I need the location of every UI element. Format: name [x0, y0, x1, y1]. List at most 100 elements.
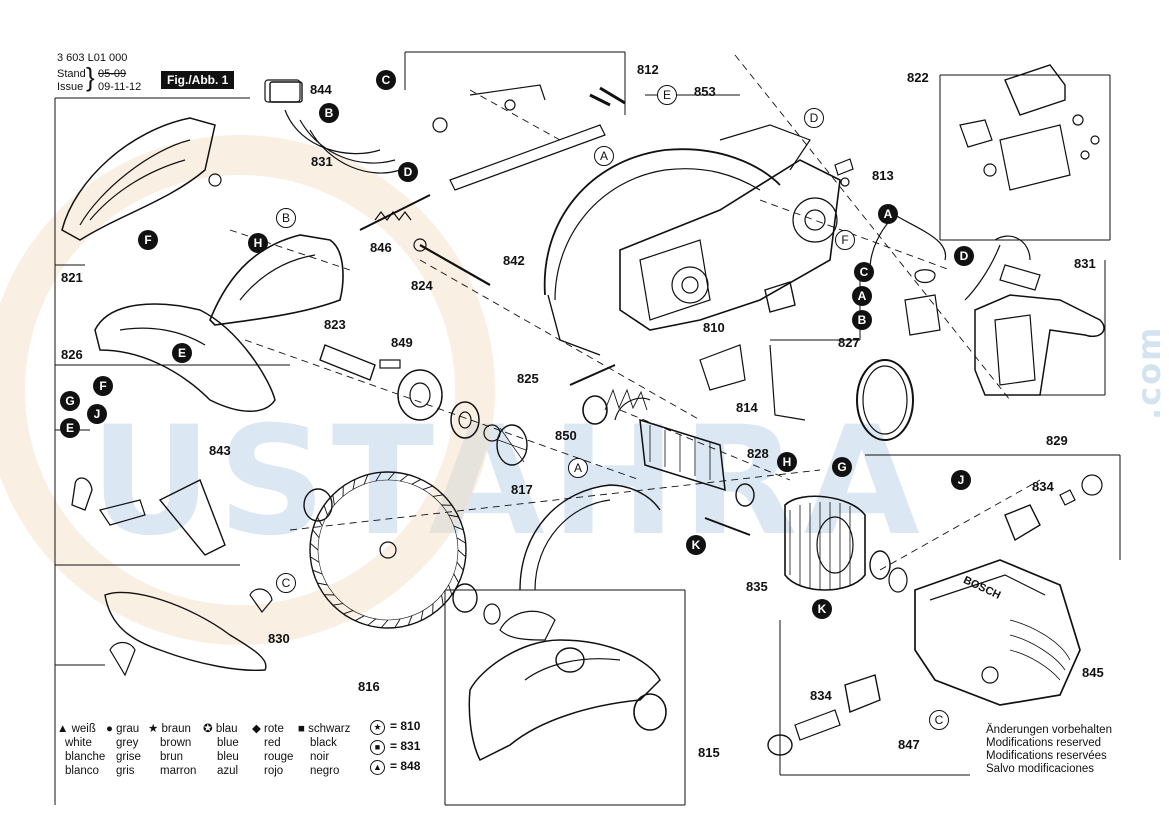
- figure-label: Fig./Abb. 1: [161, 71, 235, 89]
- ref-square-icon: ■: [370, 740, 385, 755]
- callout-h-center: H: [777, 452, 797, 472]
- mod-en: Modifications reserved: [986, 737, 1102, 749]
- ref-831: = 831: [390, 739, 421, 753]
- part-813: 813: [872, 168, 894, 183]
- legend-brown-fr: brun: [160, 751, 184, 763]
- callout-b-outline: B: [276, 208, 296, 228]
- part-847: 847: [898, 737, 920, 752]
- callout-c-outline-bottom: C: [929, 710, 949, 730]
- callout-j-right: J: [951, 470, 971, 490]
- part-830: 830: [268, 631, 290, 646]
- legend-blue-fr: bleu: [217, 751, 239, 763]
- callout-a-right: A: [878, 204, 898, 224]
- part-844: 844: [310, 82, 332, 97]
- callout-c-outline-left: C: [276, 573, 296, 593]
- part-831-top: 831: [311, 154, 333, 169]
- callout-e-mid: E: [60, 418, 80, 438]
- part-810: 810: [703, 320, 725, 335]
- mod-fr: Modifications reservées: [986, 750, 1107, 762]
- stand-value: 05-09: [98, 68, 127, 80]
- legend-white-en: white: [65, 737, 92, 749]
- callout-d-right: D: [954, 246, 974, 266]
- part-823: 823: [324, 317, 346, 332]
- part-821: 821: [61, 270, 83, 285]
- part-822: 822: [907, 70, 929, 85]
- ref-810: = 810: [390, 719, 421, 733]
- part-834-bottom: 834: [810, 688, 832, 703]
- part-834-right: 834: [1032, 479, 1054, 494]
- part-815: 815: [698, 745, 720, 760]
- legend-white-es: blanco: [65, 765, 99, 777]
- legend-red-en: red: [264, 737, 281, 749]
- modifications-notice: Änderungen vorbehalten Modifications res…: [986, 724, 1112, 776]
- callout-f-left: F: [138, 230, 158, 250]
- legend-brown-en: brown: [160, 737, 192, 749]
- callout-c-top: C: [376, 70, 396, 90]
- legend-red-es: rojo: [264, 765, 284, 777]
- part-828: 828: [747, 446, 769, 461]
- part-846: 846: [370, 240, 392, 255]
- legend-grey-de: ● grau: [106, 723, 140, 735]
- saw-blade-teeth: [310, 472, 466, 628]
- legend-black: ■ schwarz black noir negro: [298, 722, 350, 778]
- callout-d-top: D: [398, 162, 418, 182]
- callout-e-left: E: [172, 343, 192, 363]
- part-816: 816: [358, 679, 380, 694]
- ref-triangle-icon: ▲: [370, 760, 385, 775]
- part-814: 814: [736, 400, 758, 415]
- legend-black-fr: noir: [310, 751, 330, 763]
- ref-848: = 848: [390, 759, 421, 773]
- callout-c-right: C: [854, 262, 874, 282]
- part-825: 825: [517, 371, 539, 386]
- callout-a-right2: A: [852, 286, 872, 306]
- part-826: 826: [61, 347, 83, 362]
- legend-grey: ● grau grey grise gris: [106, 722, 141, 778]
- part-829: 829: [1046, 433, 1068, 448]
- legend-blue-es: azul: [217, 765, 239, 777]
- mod-de: Änderungen vorbehalten: [986, 724, 1112, 736]
- callout-b-top: B: [319, 103, 339, 123]
- legend-grey-es: gris: [116, 765, 135, 777]
- part-835: 835: [746, 579, 768, 594]
- part-842: 842: [503, 253, 525, 268]
- mod-es: Salvo modificaciones: [986, 763, 1095, 775]
- ref-star-icon: ★: [370, 720, 385, 735]
- part-850: 850: [555, 428, 577, 443]
- legend-blue-de: ✪ blau: [203, 723, 238, 735]
- legend-black-es: negro: [310, 765, 340, 777]
- part-824: 824: [411, 278, 433, 293]
- legend-white: ▲ weiß white blanche blanco: [57, 722, 105, 778]
- legend-white-de: ▲ weiß: [57, 723, 96, 735]
- part-831-right: 831: [1074, 256, 1096, 271]
- legend-red-de: ◆ rote: [252, 723, 284, 735]
- callout-k-center: K: [686, 535, 706, 555]
- watermark-text: USTAHRA: [90, 395, 926, 569]
- legend-brown-es: marron: [160, 765, 197, 777]
- part-812: 812: [637, 62, 659, 77]
- part-843: 843: [209, 443, 231, 458]
- legend-blue-en: blue: [217, 737, 239, 749]
- part-849: 849: [391, 335, 413, 350]
- legend-black-de: ■ schwarz: [298, 723, 351, 735]
- callout-b-right: B: [852, 310, 872, 330]
- legend-brown: ★ braun brown brun marron: [148, 722, 196, 778]
- part-817: 817: [511, 482, 533, 497]
- callout-e-outline-top: E: [657, 85, 677, 105]
- part-827: 827: [838, 335, 860, 350]
- legend-brown-de: ★ braun: [148, 723, 191, 735]
- stand-label: Stand: [57, 68, 86, 80]
- callout-g-mid: G: [60, 391, 80, 411]
- part-853: 853: [694, 84, 716, 99]
- callout-k-bottom: K: [812, 599, 832, 619]
- issue-label: Issue: [57, 81, 84, 93]
- callout-f-outline: F: [835, 230, 855, 250]
- legend-red: ◆ rote red rouge rojo: [252, 722, 293, 778]
- legend-blue: ✪ blau blue bleu azul: [203, 722, 239, 778]
- callout-f-mid: F: [93, 376, 113, 396]
- part-845: 845: [1082, 665, 1104, 680]
- brace: }: [86, 62, 95, 92]
- legend-grey-en: grey: [116, 737, 139, 749]
- callout-g-center: G: [832, 457, 852, 477]
